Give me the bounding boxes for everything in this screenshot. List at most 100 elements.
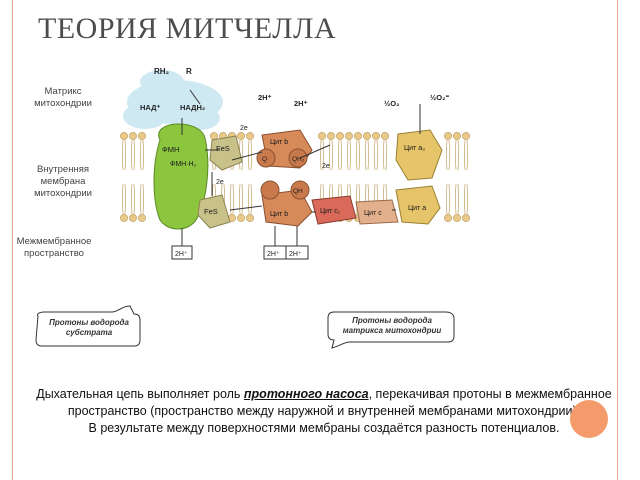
callout-substrate-line2: субстрата [65,328,113,337]
lipid-tail [448,139,450,171]
lipid-tail [385,139,387,171]
lipid-head [138,132,146,140]
callout-matrix-line1: Протоны водорода [352,316,432,325]
cytochrome-c-protein [355,199,399,225]
callout-substrate-line1: Протоны водорода [49,318,129,327]
half-o2-ion-label: ½O₂⁼ [430,93,449,102]
q-bottom-label: QH [293,188,303,195]
lipid-head [129,214,137,222]
lipid-tail [347,139,349,171]
lipid-tail [455,139,457,171]
inner-membrane-label-line1: Внутренняя [36,164,90,175]
lipid-tail [250,183,252,215]
lipid-tail [133,183,135,215]
callout-matrix-shape [327,311,455,349]
matrix-label-line2: митохондрии [34,98,92,109]
lipid-tail [331,139,333,171]
explanation-line1-pre: Дыхательная цепь выполняет роль [36,387,244,401]
h-top-label-1: 2H⁺ [258,93,272,102]
lipid-tail [124,139,126,171]
lipid-tail [320,139,322,171]
lipid-tail [457,183,459,215]
fes-bottom-label: FeS [204,207,218,216]
fmn-complex [153,123,209,230]
lipid-head [237,214,245,222]
lipid-tail [338,139,340,171]
lipid-head [129,132,137,140]
lipid-tail [131,183,133,215]
lipid-tail [455,183,457,215]
qh-label: QH₂ [292,156,305,163]
lipid-head [246,214,254,222]
right-frame-line [617,0,618,480]
intermembrane-label-line1: Межмембранное [16,236,92,247]
lipid-tail [124,183,126,215]
intermembrane-label-line2: пространство [24,248,84,259]
lipid-tail [446,139,448,171]
lipid-tail [241,139,243,171]
lipid-head [120,132,128,140]
lipid-head [444,214,452,222]
lipid-tail [122,183,124,215]
lipid-tail [142,139,144,171]
lipid-head [453,132,461,140]
cytochrome-a-complex [395,129,443,225]
fmn-label: ФМН [162,145,179,154]
two-e-right-label: 2e [322,163,330,170]
explanation-line2: В результате между поверхностями мембран… [88,421,560,435]
matrix-label: Матрикс митохондрии [18,86,108,110]
left-frame-line [12,0,13,480]
cyt-a-label: Цит a [408,205,426,212]
lipid-tail [464,183,466,215]
lipid-tail [466,139,468,171]
fes-bottom-protein [197,194,231,229]
lipid-head [246,132,254,140]
cytochrome-b-complex [256,129,313,227]
lipid-tail [322,139,324,171]
callout-matrix: Протоны водорода матрикса митохондрии [330,316,454,342]
cyt-c1-label: Цит c₁ [320,208,341,215]
lipid-tail [239,183,241,215]
lipid-tail [122,139,124,171]
lipid-head [345,132,353,140]
callout-substrate-shape [35,305,141,347]
two-e-mid-label: 2e [216,179,224,186]
rh2-label: RH₂ [154,67,170,76]
cyt-b-top-label: Цит b [270,139,288,146]
q-top-label: Q [262,156,267,163]
lipid-tail [457,139,459,171]
explanation-line1-post: , перекачивая протоны в межмембранное пр… [67,387,612,418]
fes-top-label: FeS [216,144,230,153]
callout-substrate: Протоны водорода субстрата [38,318,140,346]
fes-top-protein [209,135,243,171]
h-bottom-label-2: 2H⁺ [267,251,280,258]
nadh-label: НАДН₂ [180,103,205,112]
lipid-tail [446,183,448,215]
lipid-head [381,132,389,140]
lipid-tail [241,183,243,215]
lipid-head [444,132,452,140]
lipid-tail [248,183,250,215]
decorative-orange-circle [570,400,608,438]
inner-membrane-label-line3: митохондрии [34,188,92,199]
lipid-tail [464,139,466,171]
membrane-top-heads [120,132,470,140]
two-e-top-label: 2e [240,125,248,132]
h-bottom-label-1: 2H⁺ [175,251,188,258]
nad-label: НАД⁺ [140,103,160,112]
cytochrome-c1-protein [311,195,357,225]
callout-matrix-line2: матрикса митохондрии [342,326,442,335]
lipid-head [462,132,470,140]
lipid-tail [232,183,234,215]
r-label: R [186,67,192,76]
cyt-c-label: Цит c [364,210,382,217]
inner-membrane-label: Внутренняя мембрана митохондрии [18,164,108,200]
lipid-tail [340,139,342,171]
lipid-head [138,214,146,222]
lipid-tail [140,139,142,171]
electron-flow-arrows [181,89,421,246]
lipid-tail [383,139,385,171]
lipid-head [327,132,335,140]
lipid-tail [349,139,351,171]
lipid-head [462,214,470,222]
